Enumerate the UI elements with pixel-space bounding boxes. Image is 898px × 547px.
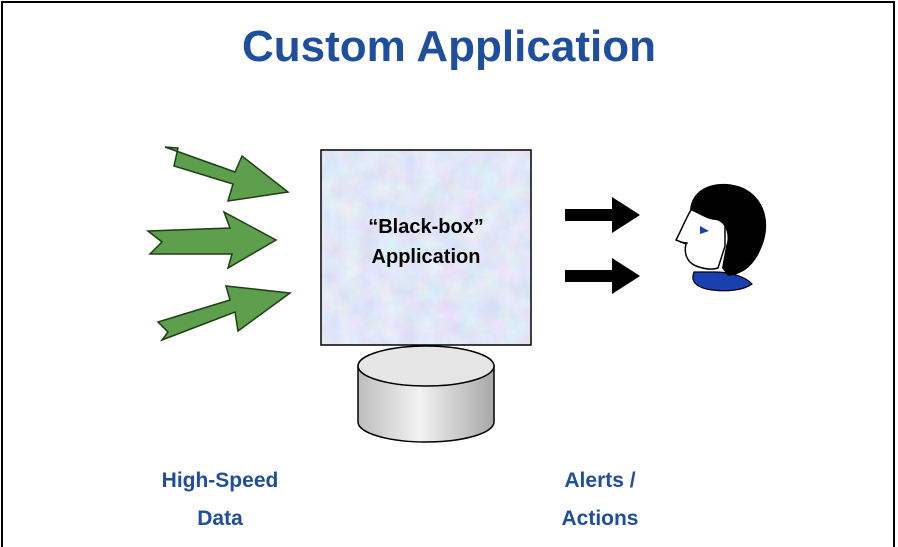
output-arrow-bottom [565,258,640,294]
input-arrow-top [164,146,290,202]
black-box-label: “Black-box” Application [322,212,530,272]
right-caption-line1: Alerts / [564,469,636,492]
left-caption-line2: Data [197,507,243,530]
black-box-label-line1: “Black-box” [368,216,484,238]
database-cylinder-icon [357,345,495,443]
person-head-icon [674,183,767,292]
input-arrow-bottom [156,285,293,342]
slide-title: Custom Application [242,22,656,71]
black-box-label-line2: Application [371,246,481,268]
black-box-application [320,149,532,346]
left-caption-line1: High-Speed [161,469,279,492]
high-speed-data-caption: High-Speed Data [130,462,310,538]
input-arrow-middle [145,210,278,270]
right-caption-line2: Actions [561,507,639,530]
output-arrow-top [565,197,640,233]
alerts-actions-caption: Alerts / Actions [525,462,675,538]
